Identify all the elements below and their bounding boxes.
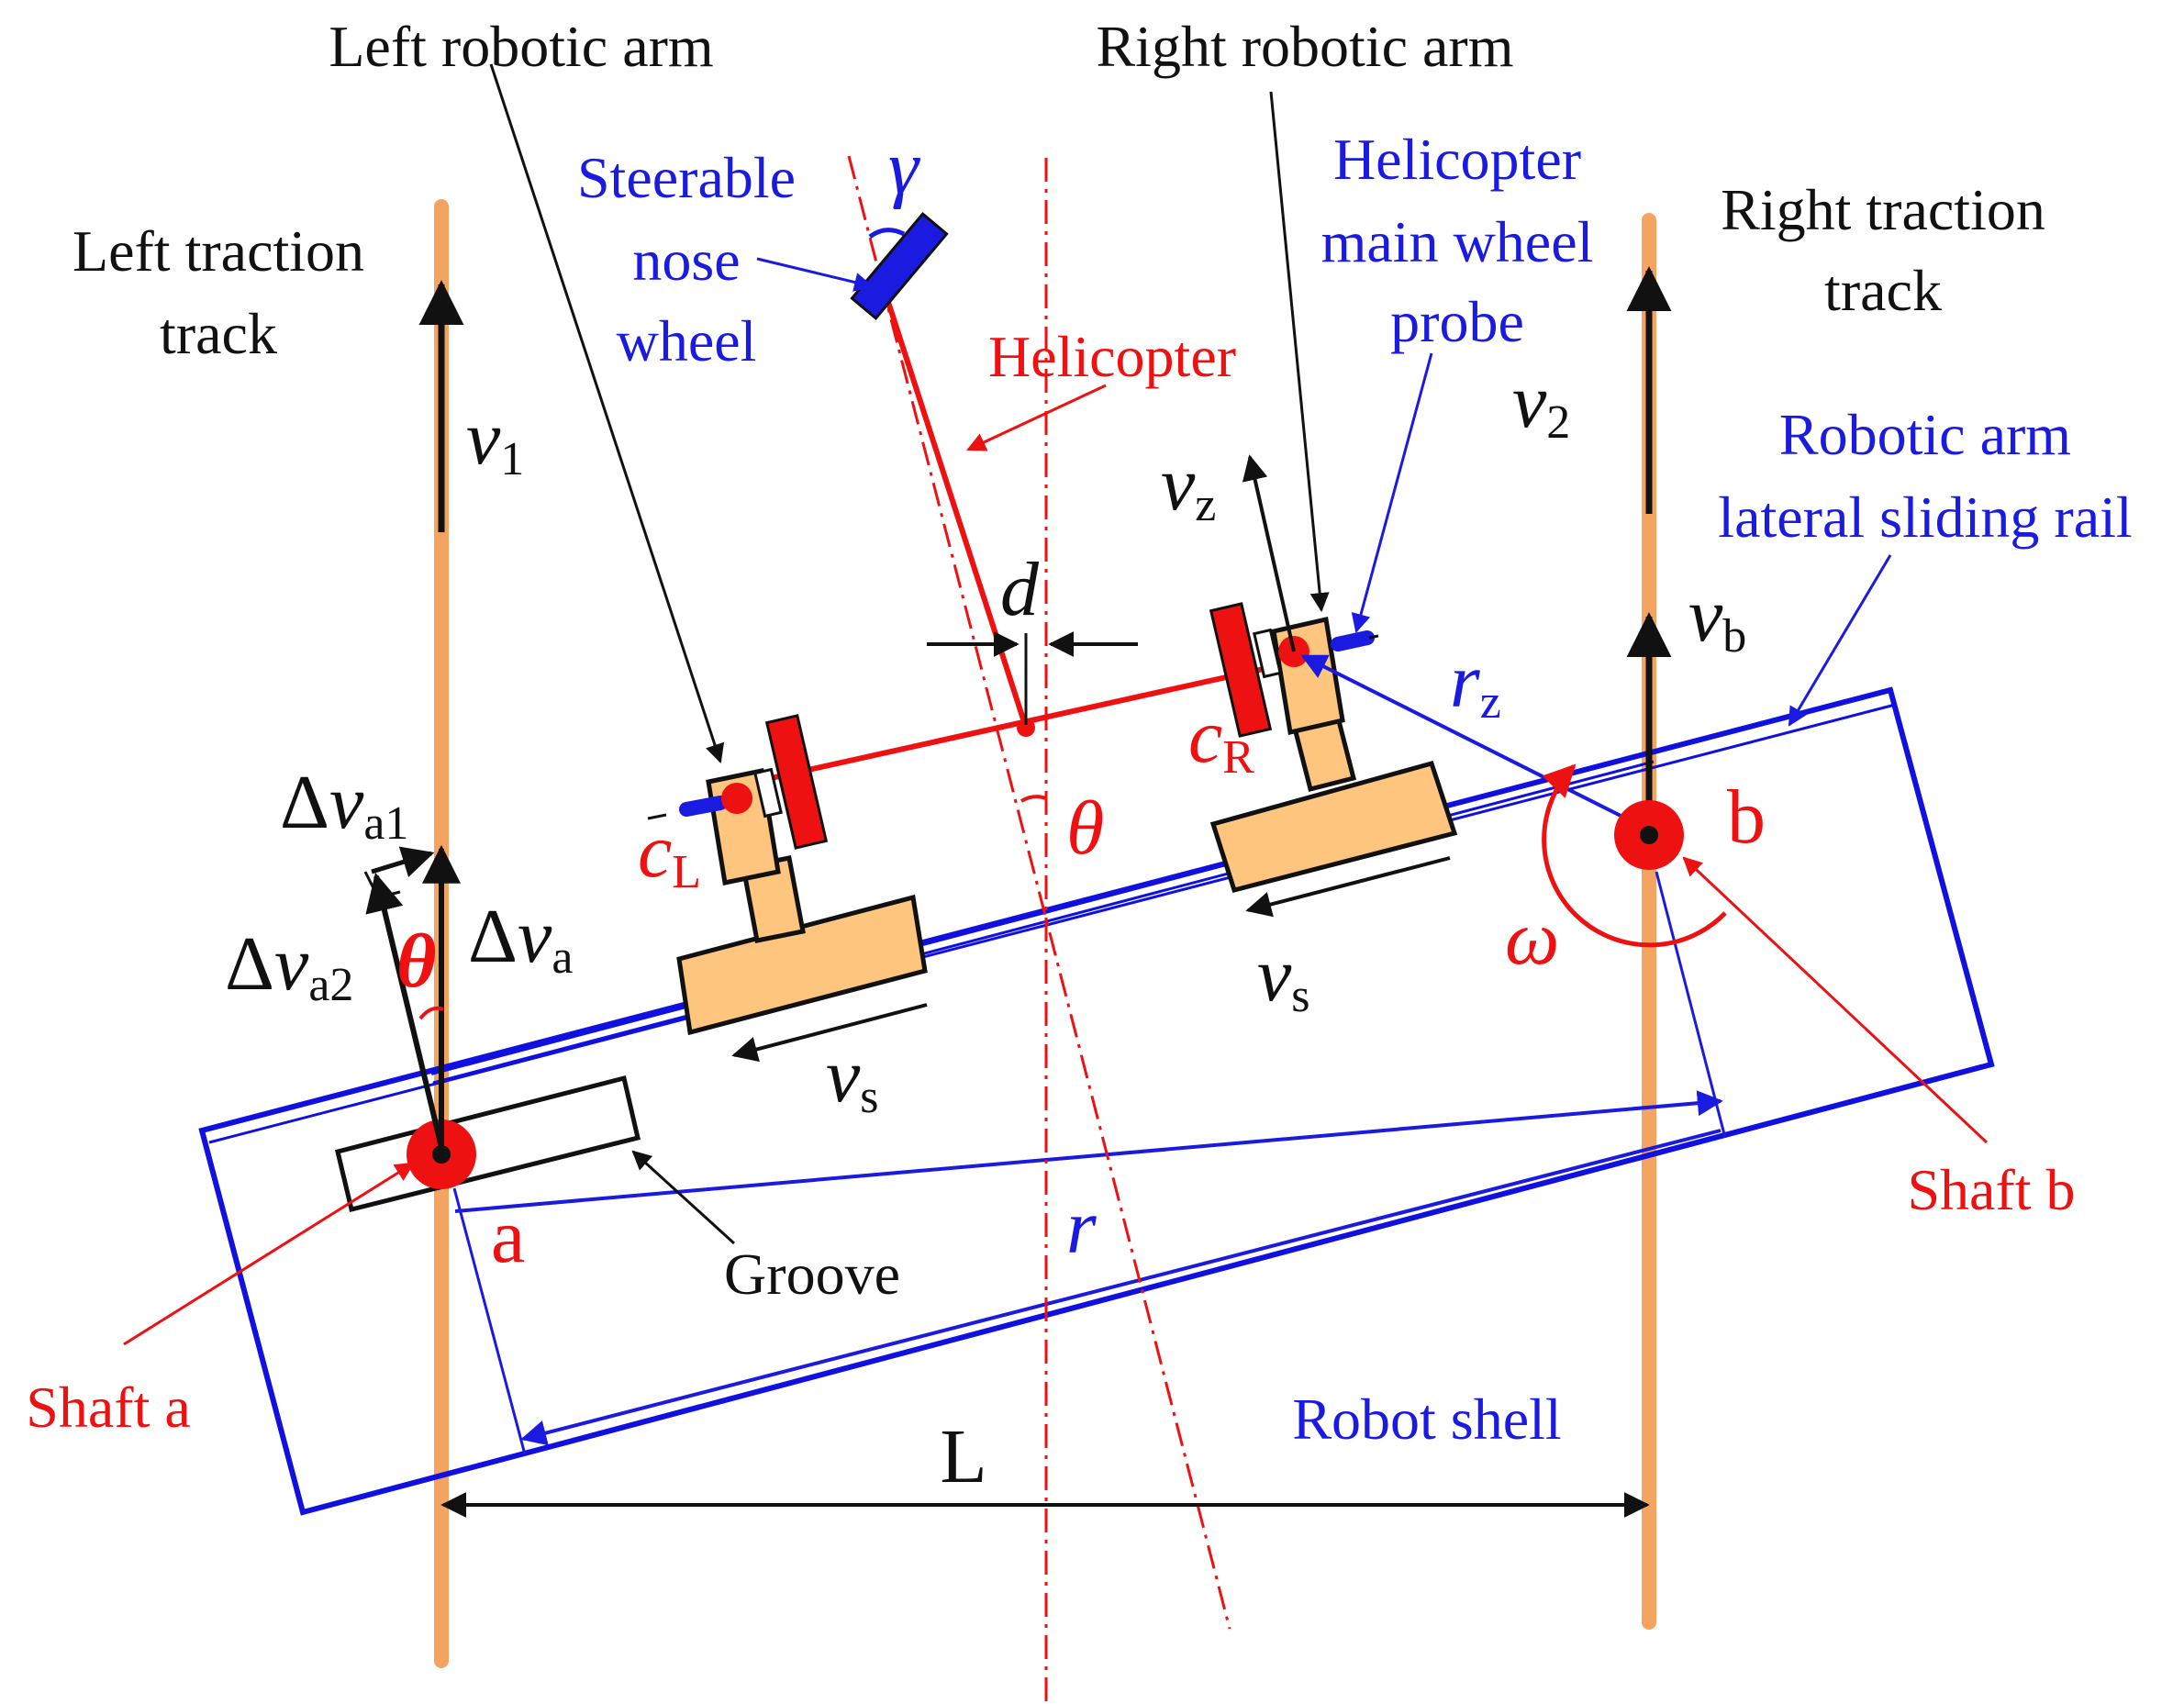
label-L: L bbox=[940, 1414, 986, 1499]
right-angle-mark bbox=[363, 871, 401, 899]
right-main-wheel bbox=[1209, 602, 1273, 738]
left-arm-clamp bbox=[753, 767, 783, 819]
label-groove: Groove bbox=[724, 1242, 900, 1307]
main-wheel-probe-leader bbox=[1351, 352, 1433, 634]
left-main-wheel bbox=[764, 714, 829, 850]
right-arm-upper bbox=[1271, 616, 1345, 736]
arm-rail-line-1 bbox=[430, 751, 1653, 1075]
label-theta-a: θ bbox=[396, 919, 437, 1004]
right-arm-leader bbox=[1269, 91, 1330, 613]
label-shaft-b: Shaft b bbox=[1907, 1157, 2075, 1222]
label-steerable-1: Steerable bbox=[577, 145, 796, 210]
r-dimension-top bbox=[454, 1090, 1723, 1213]
label-rail-1: Robotic arm bbox=[1779, 402, 2071, 467]
right-probe-tip bbox=[1368, 634, 1379, 640]
label-v1: v1 bbox=[466, 395, 524, 485]
left-contact-point bbox=[721, 783, 752, 814]
label-left-track-1: Left traction bbox=[72, 218, 364, 284]
label-gamma: γ bbox=[888, 125, 920, 210]
label-rail-2: lateral sliding rail bbox=[1718, 484, 2132, 550]
helicopter-leader bbox=[966, 384, 1107, 451]
label-d: d bbox=[1000, 547, 1040, 632]
left-arm-base bbox=[676, 894, 928, 1036]
label-vs-right: vs bbox=[1257, 932, 1310, 1022]
label-dva2: Δva2 bbox=[225, 921, 353, 1011]
rz-arrow bbox=[1300, 654, 1647, 830]
shaft-a-center bbox=[432, 1145, 451, 1164]
label-theta-center: θ bbox=[1066, 785, 1104, 871]
shaft-b-leader bbox=[1682, 856, 1989, 1144]
label-rz: rz bbox=[1450, 639, 1501, 729]
label-left-arm: Left robotic arm bbox=[329, 14, 713, 79]
label-main-wheel-1: Helicopter bbox=[1333, 127, 1581, 192]
label-dva: Δva bbox=[468, 894, 573, 984]
vz-arrow bbox=[1242, 454, 1296, 652]
label-cL: cL bbox=[638, 808, 701, 898]
r-ext-right bbox=[1655, 871, 1727, 1139]
label-shaft-a: Shaft a bbox=[26, 1375, 191, 1440]
label-vb: vb bbox=[1688, 573, 1746, 663]
shaft-a-leader bbox=[123, 1162, 415, 1346]
helicopter-axis-line bbox=[847, 155, 1231, 1630]
shaft-b-center bbox=[1640, 826, 1658, 844]
label-vz: vz bbox=[1161, 441, 1216, 531]
gamma-angle-arc bbox=[868, 228, 906, 239]
label-left-track-2: track bbox=[160, 301, 277, 366]
rail-leader bbox=[1788, 554, 1892, 727]
label-helicopter: Helicopter bbox=[988, 324, 1236, 389]
right-probe bbox=[1331, 630, 1375, 652]
label-omega: ω bbox=[1505, 896, 1559, 981]
vs-arrow-left bbox=[731, 1003, 928, 1063]
label-main-wheel-3: probe bbox=[1390, 289, 1524, 354]
theta-arc-a bbox=[418, 1006, 444, 1020]
label-right-track-1: Right traction bbox=[1721, 177, 2045, 242]
r-dimension-bottom bbox=[520, 1129, 1722, 1446]
dva2-arrow bbox=[365, 872, 444, 1148]
label-cR: cR bbox=[1188, 694, 1254, 784]
label-robot-shell: Robot shell bbox=[1292, 1387, 1561, 1452]
left-arm-leader bbox=[489, 63, 725, 763]
label-main-wheel-2: main wheel bbox=[1321, 209, 1594, 274]
right-arm-clamp bbox=[1253, 628, 1282, 679]
arm-rail-line-2 bbox=[432, 760, 1655, 1085]
label-v2: v2 bbox=[1512, 359, 1570, 449]
label-r: r bbox=[1066, 1185, 1097, 1270]
vs-arrow-right bbox=[1245, 856, 1451, 918]
steerable-nose-wheel bbox=[850, 211, 949, 321]
label-b: b bbox=[1727, 774, 1766, 860]
label-vs-left: vs bbox=[826, 1033, 879, 1123]
label-a: a bbox=[491, 1194, 525, 1279]
nose-wheel-leader bbox=[756, 257, 875, 292]
left-probe bbox=[679, 796, 728, 817]
left-probe-tip bbox=[647, 813, 667, 820]
helicopter-center-point bbox=[1017, 718, 1035, 737]
label-right-arm: Right robotic arm bbox=[1096, 14, 1513, 79]
label-dva1: Δva1 bbox=[280, 760, 408, 850]
theta-arc-center bbox=[1020, 795, 1047, 803]
omega-arc bbox=[1542, 763, 1727, 948]
label-steerable-3: wheel bbox=[617, 308, 757, 373]
r-ext-left bbox=[452, 1187, 527, 1455]
label-steerable-2: nose bbox=[632, 228, 740, 293]
dva1-arrow bbox=[371, 846, 435, 877]
groove-leader bbox=[631, 1150, 736, 1245]
label-right-track-2: track bbox=[1824, 258, 1942, 323]
